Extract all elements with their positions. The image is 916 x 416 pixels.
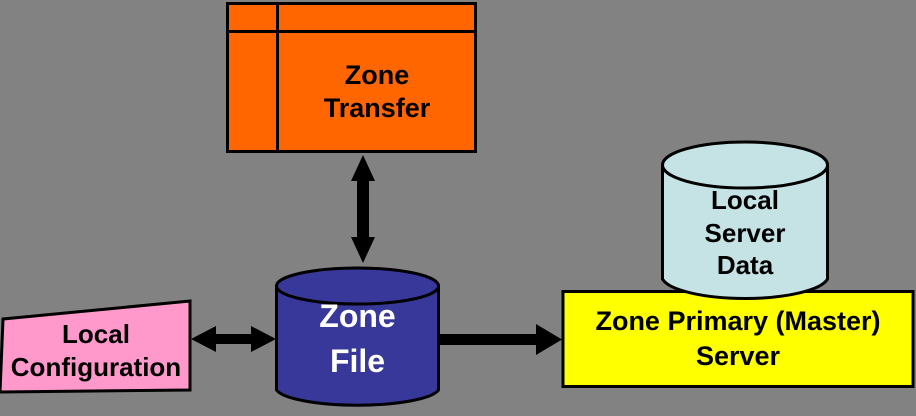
- zone-primary-server-box: [561, 290, 915, 388]
- local-server-data-cylinder-top: [661, 140, 829, 190]
- zone-file-cylinder: [275, 266, 440, 407]
- zone-file-cylinder-top: [275, 266, 440, 306]
- zone-transfer-node: [226, 2, 477, 153]
- arrow-zone-file-zone-primary-server: [440, 324, 562, 355]
- local-configuration-shape: [0, 299, 192, 394]
- zone-transfer-box: [226, 2, 477, 153]
- arrow-zone-transfer-zone-file: [351, 155, 375, 263]
- local-server-data-cylinder: [661, 140, 829, 300]
- arrow-local-configuration-zone-file: [191, 326, 276, 352]
